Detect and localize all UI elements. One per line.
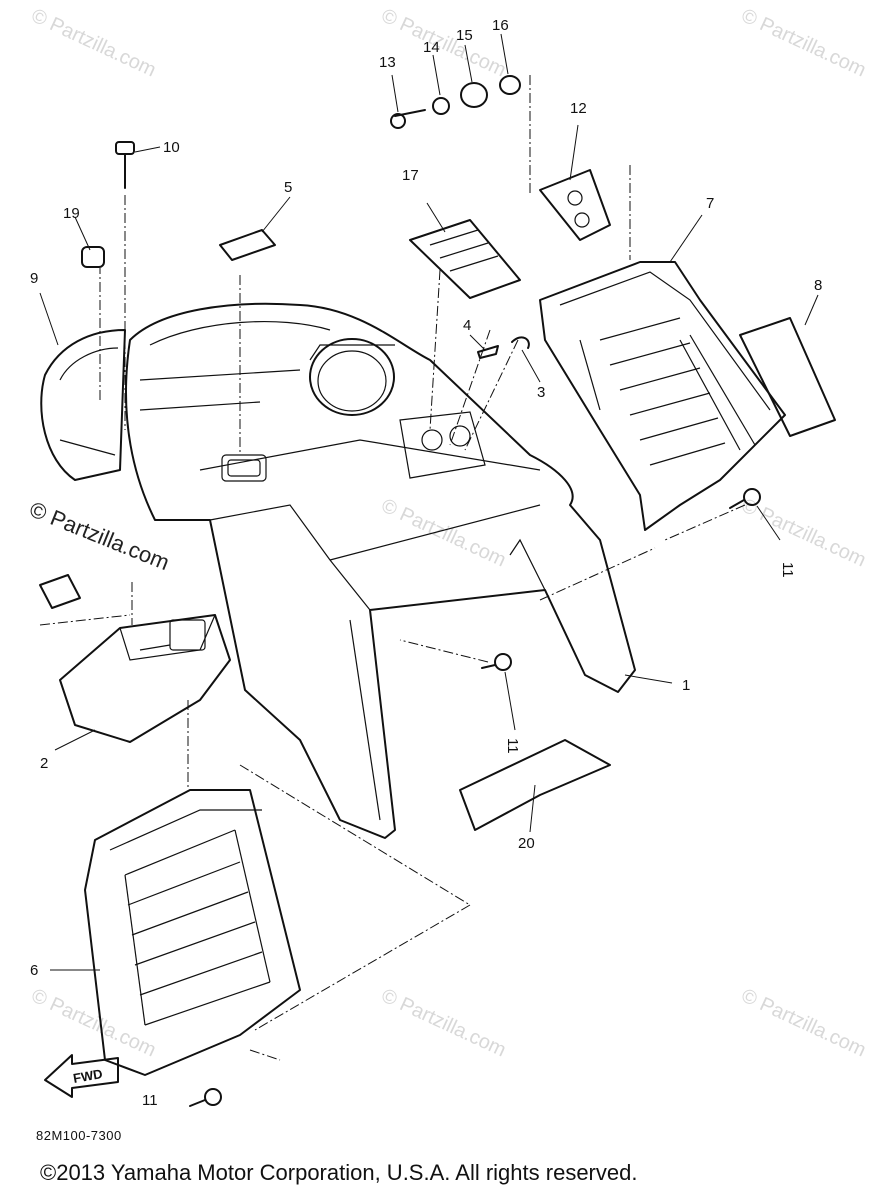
callout-12: 12 (570, 100, 587, 117)
part-3-clip (511, 336, 530, 349)
copyright-notice: ©2013 Yamaha Motor Corporation, U.S.A. A… (40, 1160, 638, 1185)
leader-lines (39, 33, 819, 971)
callout-11: 11 (779, 562, 796, 578)
callout-4: 4 (463, 317, 471, 334)
watermarks: © Partzilla.com © Partzilla.com © Partzi… (28, 5, 869, 1062)
watermark-dark: © Partzilla.com (26, 496, 173, 575)
callout-13: 13 (379, 54, 396, 71)
part-19-grommet (81, 246, 105, 268)
callout-11: 11 (142, 1092, 158, 1109)
warning-label (39, 574, 81, 609)
callout-16: 16 (492, 17, 509, 34)
callout-15: 15 (456, 27, 473, 44)
part-20-plate (459, 739, 611, 831)
callout-10: 10 (163, 139, 180, 156)
part-10-bolt (115, 141, 135, 189)
part-5-cap (219, 229, 276, 261)
callout-19: 19 (63, 205, 80, 222)
diagram-code: 82M100-7300 (36, 1128, 122, 1143)
callout-7: 7 (706, 195, 714, 212)
watermark: © Partzilla.com (378, 985, 509, 1062)
part-4-clip (477, 345, 499, 359)
callout-1: 1 (682, 677, 690, 694)
part-7-grille-panel (539, 261, 786, 531)
callout-3: 3 (537, 384, 545, 401)
callout-5: 5 (284, 179, 292, 196)
watermark: © Partzilla.com (28, 985, 159, 1062)
callout-9: 9 (30, 270, 38, 287)
callout-17: 17 (402, 167, 419, 184)
callout-14: 14 (423, 39, 440, 56)
callouts: 1 2 3 4 5 6 7 8 9 10 11 11 11 12 13 14 1… (30, 17, 822, 1109)
part-6-grille-panel (84, 789, 301, 1076)
watermark: © Partzilla.com (28, 5, 159, 82)
fwd-arrow: FWD (44, 1054, 119, 1098)
part-12-bracket (539, 169, 611, 241)
watermark: © Partzilla.com (738, 985, 869, 1062)
part-17-plate (409, 219, 521, 299)
parts-13-16-fasteners (390, 75, 521, 129)
assembly-lines (39, 75, 746, 1061)
part-1-body-cowl (125, 302, 636, 839)
part-8-pad (739, 317, 836, 437)
part-2-panel (59, 614, 231, 743)
watermark: © Partzilla.com (378, 5, 509, 82)
part-11-screws (189, 488, 761, 1107)
callout-20: 20 (518, 835, 535, 852)
part-9-side-trim (40, 329, 126, 481)
callout-6: 6 (30, 962, 38, 979)
watermark: © Partzilla.com (378, 495, 509, 572)
callout-8: 8 (814, 277, 822, 294)
watermark: © Partzilla.com (738, 5, 869, 82)
callout-2: 2 (40, 755, 48, 772)
callout-11: 11 (504, 738, 521, 754)
fwd-label: FWD (72, 1066, 104, 1086)
